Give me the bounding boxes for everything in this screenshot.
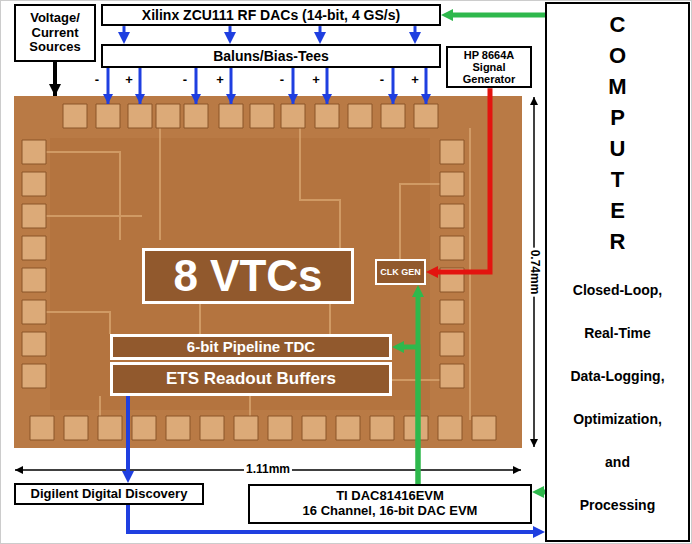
pad-drive-arrow bbox=[326, 68, 329, 104]
polarity-sign: + bbox=[312, 73, 320, 87]
signal-arrow bbox=[414, 26, 417, 36]
signal-arrow bbox=[126, 396, 130, 475]
source-box: Voltage/ Current Sources bbox=[14, 4, 96, 62]
pad-drive-arrow bbox=[230, 68, 233, 104]
bond-pads bbox=[22, 104, 496, 440]
polarity-sign: + bbox=[125, 73, 133, 87]
polarity-sign: - bbox=[183, 73, 187, 87]
node-text: 8 VTCs bbox=[148, 254, 348, 298]
signal-generator-box: HP 8664A Signal Generator bbox=[446, 46, 532, 88]
vtc-block: 8 VTCs bbox=[142, 248, 354, 304]
signal-arrow bbox=[434, 88, 490, 272]
chip-core bbox=[50, 138, 430, 410]
node-text: Xilinx ZCU111 RF DACs (14-bit, 4 GS/s) bbox=[108, 7, 434, 23]
node-text: Baluns/Bias-Tees bbox=[108, 48, 434, 64]
signal-arrow bbox=[319, 26, 322, 36]
node-text: ETS Readout Buffers bbox=[116, 369, 386, 389]
polarity-sign: + bbox=[216, 73, 224, 87]
pad-drive-arrow bbox=[139, 68, 142, 104]
node-text: HP 8664A Signal Generator bbox=[453, 49, 525, 85]
dac-board-box: Xilinx ZCU111 RF DACs (14-bit, 4 GS/s) bbox=[101, 4, 441, 26]
node-text: 16 Channel, 16-bit DAC EVM bbox=[255, 504, 525, 519]
signal-arrow bbox=[123, 26, 126, 36]
node-text: 6-bit Pipeline TDC bbox=[116, 338, 386, 355]
signal-arrow bbox=[229, 26, 232, 36]
dimension-label: 1.11mm bbox=[244, 463, 292, 476]
tdc-block: 6-bit Pipeline TDC bbox=[110, 334, 392, 360]
node-text: C O M P U T E R bbox=[605, 9, 629, 257]
polarity-sign: - bbox=[95, 73, 99, 87]
pad-drive-arrow bbox=[292, 68, 295, 104]
balun-box: Baluns/Bias-Tees bbox=[101, 44, 441, 68]
supply-arrow bbox=[53, 62, 57, 96]
node-text: TI DAC81416EVM bbox=[255, 489, 525, 504]
polarity-sign: + bbox=[411, 73, 419, 87]
node-text: CLK GEN bbox=[380, 267, 421, 277]
pad-drive-arrow bbox=[107, 68, 110, 104]
pad-drive-arrow bbox=[425, 68, 428, 104]
readout-buffer-block: ETS Readout Buffers bbox=[110, 362, 392, 396]
logic-analyzer-box: Digilent Digital Discovery bbox=[14, 483, 204, 505]
polarity-sign: - bbox=[380, 73, 384, 87]
node-text: Closed-Loop, Real-Time Data-Logging, Opt… bbox=[552, 269, 683, 527]
clock-generator-block: CLK GEN bbox=[375, 259, 426, 285]
signal-arrow bbox=[449, 13, 545, 18]
node-text: Voltage/ Current Sources bbox=[21, 11, 89, 56]
signal-arrow bbox=[400, 347, 418, 484]
polarity-sign: - bbox=[280, 73, 284, 87]
computer-box: C O M P U T E R Closed-Loop, Real-Time Da… bbox=[545, 2, 690, 542]
node-text: Digilent Digital Discovery bbox=[21, 487, 197, 502]
pad-drive-arrow bbox=[195, 68, 198, 104]
dac-evm-box: TI DAC81416EVM16 Channel, 16-bit DAC EVM bbox=[248, 484, 532, 524]
metal-traces bbox=[46, 128, 470, 420]
dimension-label: 0.74mm bbox=[527, 248, 540, 297]
pad-drive-arrows bbox=[108, 68, 426, 104]
pad-drive-arrow bbox=[392, 68, 395, 104]
